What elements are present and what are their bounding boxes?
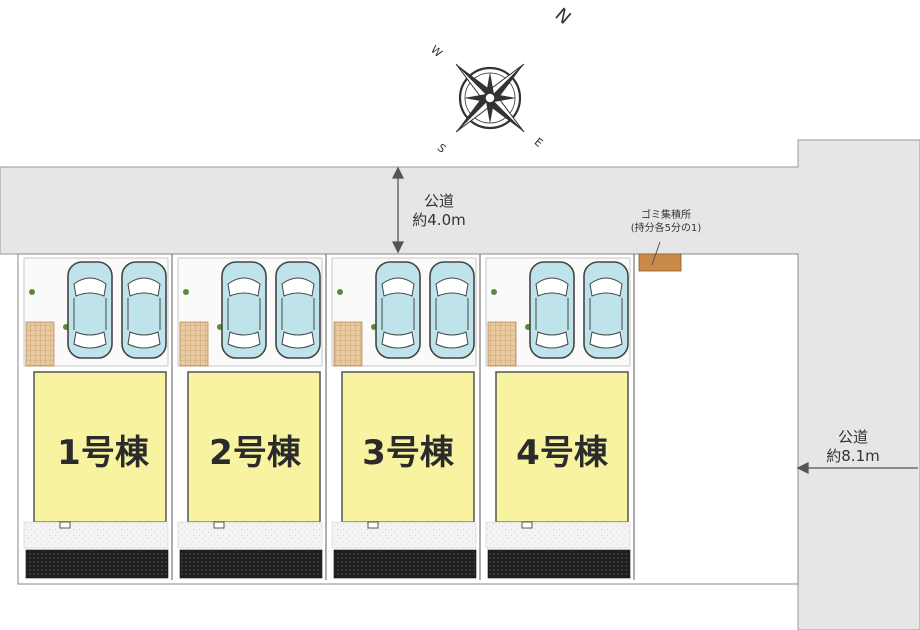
car-windshield [589,277,623,297]
lot-3 [331,254,481,580]
car-rear-window [127,331,161,349]
tiled-patio [25,321,55,367]
unit-4-building [495,371,629,523]
hedge-strip [179,549,323,579]
car-windshield [535,277,569,297]
east-road-name: 公道 [837,428,868,446]
garbage-area-note: (持分各5分の1) [630,223,702,234]
lot-1 [23,254,173,580]
car-rear-window [381,331,415,349]
unit-3-building [341,371,475,523]
car-2 [583,261,629,359]
unit-1-label: 1号棟 [57,433,149,473]
garbage-area-label: ゴミ集積所 (持分各5分の1) [606,209,726,235]
east-road-width-arrow [796,461,918,475]
car-2 [275,261,321,359]
car-1 [529,261,575,359]
car-windshield [281,277,315,297]
compass-rose [455,63,525,133]
car-rear-window [589,331,623,349]
east-road-width: 約8.1m [826,447,880,465]
gravel-strip [23,521,169,549]
north-road-label: 公道 約4.0m [404,192,474,230]
tiled-patio [333,321,363,367]
lot-4 [485,254,635,580]
garbage-area [638,253,682,272]
car-1 [221,261,267,359]
lot-2 [177,254,327,580]
tiled-patio [487,321,517,367]
entrance-step [213,521,225,529]
car-2 [121,261,167,359]
unit-1-building [33,371,167,523]
gravel-strip [177,521,323,549]
north-road-width: 約4.0m [412,211,466,229]
garbage-leader-line [651,241,661,266]
north-road-width-arrow [391,166,405,254]
car-windshield [227,277,261,297]
tiled-patio [179,321,209,367]
north-road-name: 公道 [423,192,454,210]
car-rear-window [73,331,107,349]
car-windshield [381,277,415,297]
shrub [183,289,189,295]
shrub [491,289,497,295]
shrub [29,289,35,295]
unit-4-label: 4号棟 [516,433,608,473]
hedge-strip [333,549,477,579]
gravel-strip [331,521,477,549]
car-1 [67,261,113,359]
car-windshield [435,277,469,297]
car-rear-window [435,331,469,349]
shrub [337,289,343,295]
entrance-step [367,521,379,529]
hedge-strip [487,549,631,579]
car-rear-window [281,331,315,349]
east-road-label: 公道 約8.1m [813,428,893,466]
unit-2-label: 2号棟 [209,433,301,473]
car-windshield [73,277,107,297]
garbage-area-title: ゴミ集積所 [641,210,691,221]
car-rear-window [227,331,261,349]
hedge-strip [25,549,169,579]
entrance-step [59,521,71,529]
car-1 [375,261,421,359]
car-windshield [127,277,161,297]
gravel-strip [485,521,631,549]
car-2 [429,261,475,359]
unit-2-building [187,371,321,523]
unit-3-label: 3号棟 [362,433,454,473]
car-rear-window [535,331,569,349]
entrance-step [521,521,533,529]
